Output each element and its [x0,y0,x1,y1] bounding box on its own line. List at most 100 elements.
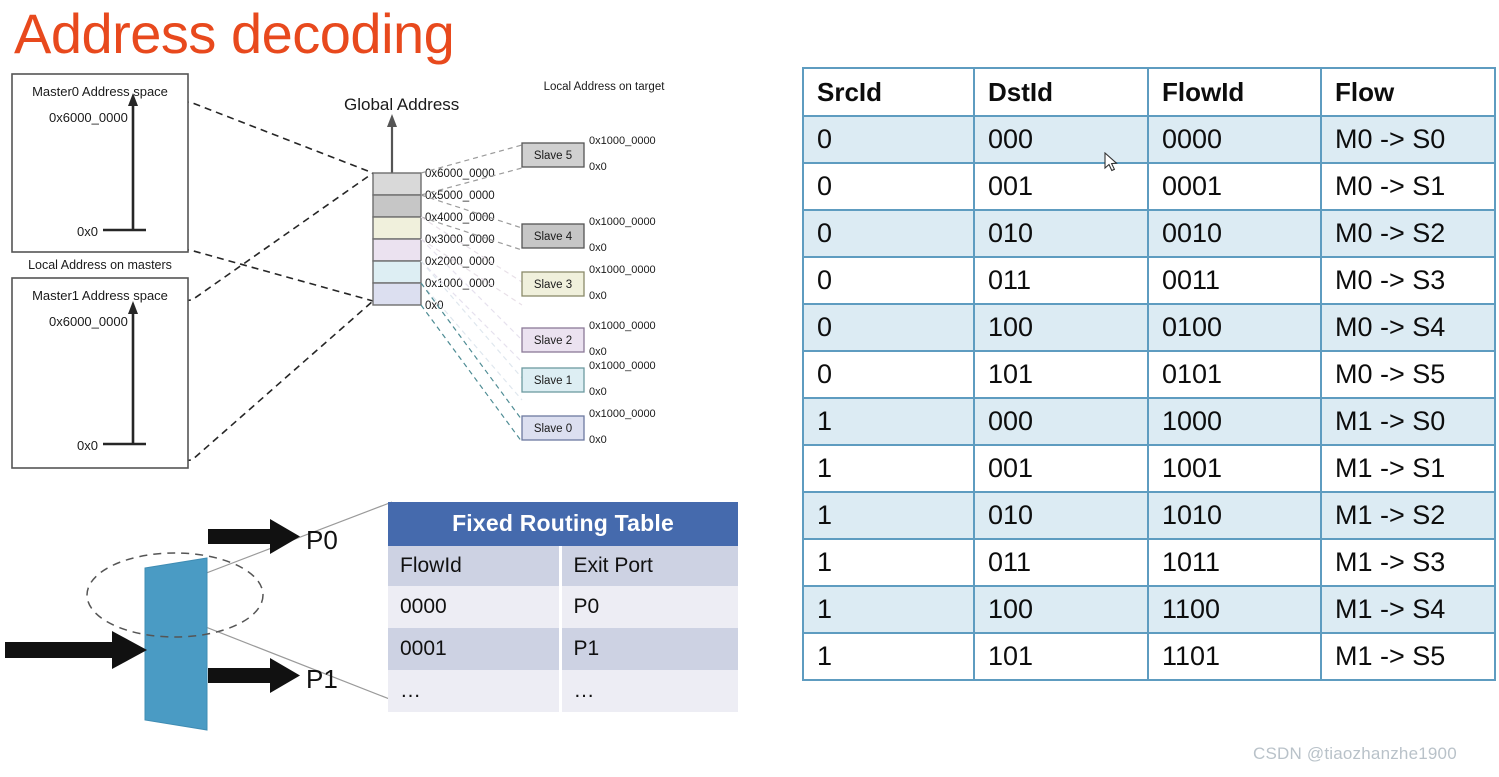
column-header-flowid: FlowId [1147,67,1322,117]
slave-box-3: Slave 3 0x1000_0000 0x0 [521,264,656,302]
global-address-arrow [387,114,397,175]
cell-flow: M0 -> S1 [1320,162,1496,211]
cell-srcid: 1 [802,538,975,587]
global-address-ticks: 0x6000_0000 0x5000_0000 0x4000_0000 0x30… [425,168,495,312]
master0-title: Master0 Address space [32,84,168,99]
column-header-dstid: DstId [973,67,1149,117]
cell-srcid: 1 [802,397,975,446]
cell-srcid: 0 [802,162,975,211]
global-seg-1 [372,260,422,284]
cell-srcid: 0 [802,115,975,164]
cell-flowid: 1001 [1147,444,1322,493]
frt-cell-exitport: P0 [560,586,738,628]
cell-flowid: 0100 [1147,303,1322,352]
cell-srcid: 0 [802,303,975,352]
cell-dstid: 100 [973,303,1149,352]
cell-flow: M1 -> S4 [1320,585,1496,634]
frt-cell-flowid: 0001 [388,628,562,670]
global-address-label: Global Address [344,95,459,114]
targets-caption: Local Address on target [544,81,666,93]
master0-box: Master0 Address space 0x6000_0000 0x0 [11,73,189,253]
flow-table-header-row: SrcId DstId FlowId Flow [802,67,1496,117]
slave-5-label: Slave 5 [534,150,572,162]
cell-dstid: 010 [973,491,1149,540]
cell-srcid: 1 [802,491,975,540]
cell-flow: M0 -> S0 [1320,115,1496,164]
column-header-flow: Flow [1320,67,1496,117]
cell-flowid: 1101 [1147,632,1322,681]
slave-box-5: Slave 5 0x1000_0000 0x0 [521,135,656,173]
global-tick-4: 0x2000_0000 [425,256,495,268]
router-body [144,557,208,731]
cell-srcid: 1 [802,585,975,634]
routing-highlight-ellipse [86,552,264,638]
frt-cell-exitport: … [560,670,738,712]
table-row: 0 011 0011 M0 -> S3 [802,256,1496,305]
table-row: 1 010 1010 M1 -> S2 [802,491,1496,540]
cell-flowid: 0011 [1147,256,1322,305]
master1-box: Master1 Address space 0x6000_0000 0x0 [11,277,189,469]
slave-2-bottom-addr: 0x0 [589,346,607,358]
global-address-bar [372,172,422,306]
cell-dstid: 100 [973,585,1149,634]
slave-5-top-addr: 0x1000_0000 [589,135,656,147]
cell-dstid: 010 [973,209,1149,258]
cell-flow: M0 -> S5 [1320,350,1496,399]
table-row: 0 000 0000 M0 -> S0 [802,115,1496,164]
global-seg-3 [372,216,422,240]
frt-title-row: Fixed Routing Table [388,502,738,546]
cell-dstid: 011 [973,256,1149,305]
column-header-srcid: SrcId [802,67,975,117]
global-tick-0: 0x6000_0000 [425,168,495,180]
cell-srcid: 0 [802,209,975,258]
cell-dstid: 001 [973,444,1149,493]
global-tick-5: 0x1000_0000 [425,278,495,290]
slave-4-label: Slave 4 [534,231,573,243]
cell-srcid: 1 [802,444,975,493]
global-tick-2: 0x4000_0000 [425,212,495,224]
slave-box-4: Slave 4 0x1000_0000 0x0 [521,216,656,254]
slave-1-bottom-addr: 0x0 [589,386,607,398]
slave-4-top-addr: 0x1000_0000 [589,216,656,228]
cell-flow: M0 -> S3 [1320,256,1496,305]
slave-3-top-addr: 0x1000_0000 [589,264,656,276]
slave-2-top-addr: 0x1000_0000 [589,320,656,332]
master1-title: Master1 Address space [32,288,168,303]
global-seg-2 [372,238,422,262]
master0-bottom-addr: 0x0 [77,224,98,239]
slave-4-bottom-addr: 0x0 [589,242,607,254]
port-label-p0: P0 [306,525,338,555]
address-space-diagram: Master0 Address space 0x6000_0000 0x0 Lo… [0,60,790,500]
table-row: 0 001 0001 M0 -> S1 [802,162,1496,211]
cell-flow: M1 -> S2 [1320,491,1496,540]
fixed-routing-table: Fixed Routing Table FlowId Exit Port 000… [388,502,738,712]
slave-0-top-addr: 0x1000_0000 [589,408,656,420]
global-tick-3: 0x3000_0000 [425,234,495,246]
table-row: 1 100 1100 M1 -> S4 [802,585,1496,634]
global-seg-5 [372,172,422,196]
slave-5-bottom-addr: 0x0 [589,161,607,173]
cell-flowid: 0000 [1147,115,1322,164]
frt-cell-exitport: P1 [560,628,738,670]
slave-box-2: Slave 2 0x1000_0000 0x0 [521,320,656,358]
cell-flow: M0 -> S4 [1320,303,1496,352]
frt-row: … … [388,670,738,712]
cell-flow: M1 -> S1 [1320,444,1496,493]
cell-flowid: 0001 [1147,162,1322,211]
table-row: 0 101 0101 M0 -> S5 [802,350,1496,399]
cell-flowid: 1100 [1147,585,1322,634]
table-row: 0 010 0010 M0 -> S2 [802,209,1496,258]
cell-srcid: 0 [802,350,975,399]
slave-boxes: Slave 5 0x1000_0000 0x0 Slave 4 0x1000_0… [521,135,656,446]
slave-2-label: Slave 2 [534,335,572,347]
table-row: 1 011 1011 M1 -> S3 [802,538,1496,587]
master1-top-addr: 0x6000_0000 [49,314,128,329]
port-label-p1: P1 [306,664,338,694]
global-seg-0 [372,282,422,306]
global-tick-6: 0x0 [425,300,444,312]
cell-flow: M1 -> S3 [1320,538,1496,587]
cell-flowid: 0101 [1147,350,1322,399]
slave-3-label: Slave 3 [534,279,572,291]
cell-flow: M1 -> S0 [1320,397,1496,446]
master0-top-addr: 0x6000_0000 [49,110,128,125]
